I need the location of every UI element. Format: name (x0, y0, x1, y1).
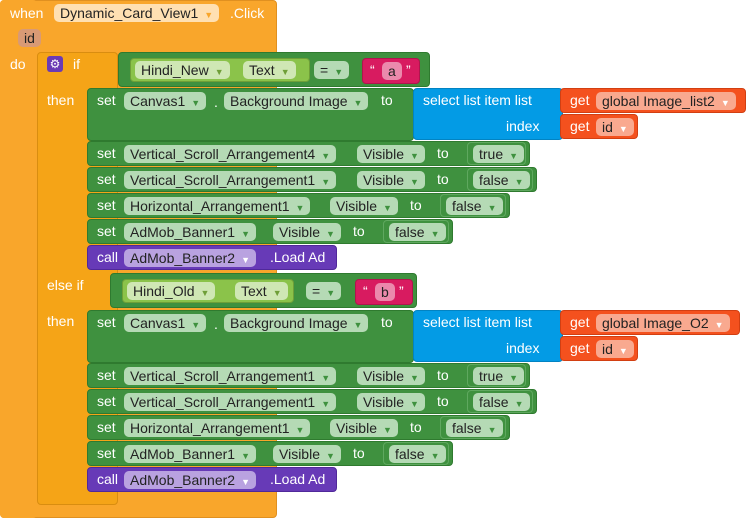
boolean-dropdown[interactable]: false▼ (389, 223, 446, 241)
to-label: to (437, 393, 449, 409)
index-var-dropdown[interactable]: id▼ (596, 118, 634, 136)
event-component-dropdown[interactable]: Dynamic_Card_View1▼ (54, 4, 220, 22)
set-component-dropdown[interactable]: Vertical_Scroll_Arrangement1▼ (124, 171, 337, 189)
compare-op-dropdown[interactable]: =▼ (306, 282, 342, 300)
call-label: call (97, 249, 119, 265)
then-label: then (47, 92, 75, 108)
call-label: call (97, 471, 119, 487)
to-label: to (410, 419, 422, 435)
set-prop-dropdown[interactable]: Visible▼ (273, 445, 341, 463)
when-label: when (10, 5, 44, 21)
to-label: to (381, 314, 393, 330)
set-prop-dropdown[interactable]: Visible▼ (330, 419, 398, 437)
set-component-dropdown[interactable]: Canvas1▼ (124, 92, 207, 110)
list-var-dropdown[interactable]: global Image_list2▼ (596, 92, 736, 110)
dot: . (214, 316, 218, 332)
set-label: set (97, 314, 116, 330)
then-label: then (47, 313, 75, 329)
boolean-dropdown[interactable]: false▼ (473, 171, 530, 189)
call-component-dropdown[interactable]: AdMob_Banner2▼ (124, 249, 256, 267)
method-name: .Load Ad (270, 249, 326, 265)
set-prop-dropdown[interactable]: Visible▼ (357, 171, 425, 189)
boolean-dropdown[interactable]: false▼ (446, 419, 503, 437)
select-list-item-label: select list item list (423, 92, 532, 108)
to-label: to (410, 197, 422, 213)
else-if-label: else if (47, 277, 84, 293)
select-list-item-block[interactable] (413, 88, 563, 140)
get-label: get (570, 92, 590, 108)
set-component-dropdown[interactable]: Horizontal_Arrangement1▼ (124, 197, 311, 215)
gear-icon[interactable]: ⚙ (47, 56, 63, 72)
set-component-dropdown[interactable]: Vertical_Scroll_Arrangement1▼ (124, 367, 337, 385)
to-label: to (353, 223, 365, 239)
set-component-dropdown[interactable]: AdMob_Banner1▼ (124, 223, 256, 241)
to-label: to (437, 145, 449, 161)
index-var-dropdown[interactable]: id▼ (596, 340, 634, 358)
set-prop-dropdown[interactable]: Background Image▼ (224, 314, 369, 332)
param-id[interactable]: id (18, 29, 41, 47)
set-label: set (97, 223, 116, 239)
set-prop-dropdown[interactable]: Visible▼ (357, 145, 425, 163)
text-value[interactable]: a (382, 62, 402, 80)
select-list-item-label: select list item list (423, 314, 532, 330)
set-prop-dropdown[interactable]: Visible▼ (357, 393, 425, 411)
set-component-dropdown[interactable]: AdMob_Banner1▼ (124, 445, 256, 463)
get-label: get (570, 340, 590, 356)
to-label: to (381, 92, 393, 108)
boolean-dropdown[interactable]: false▼ (389, 445, 446, 463)
set-prop-dropdown[interactable]: Visible▼ (330, 197, 398, 215)
if-label: if (73, 56, 80, 72)
to-label: to (437, 367, 449, 383)
set-component-dropdown[interactable]: Vertical_Scroll_Arrangement1▼ (124, 393, 337, 411)
list-var-dropdown[interactable]: global Image_O2▼ (596, 314, 730, 332)
set-prop-dropdown[interactable]: Visible▼ (357, 367, 425, 385)
set-label: set (97, 197, 116, 213)
boolean-dropdown[interactable]: true▼ (473, 367, 525, 385)
call-component-dropdown[interactable]: AdMob_Banner2▼ (124, 471, 256, 489)
quote-close: ” (406, 62, 411, 78)
cond-prop-dropdown[interactable]: Text▼ (243, 61, 296, 79)
set-label: set (97, 145, 116, 161)
dot: . (214, 94, 218, 110)
boolean-dropdown[interactable]: false▼ (446, 197, 503, 215)
set-component-dropdown[interactable]: Canvas1▼ (124, 314, 207, 332)
get-label: get (570, 314, 590, 330)
to-label: to (353, 445, 365, 461)
method-name: .Load Ad (270, 471, 326, 487)
set-label: set (97, 367, 116, 383)
set-label: set (97, 171, 116, 187)
event-name: .Click (230, 5, 265, 21)
set-component-dropdown[interactable]: Horizontal_Arrangement1▼ (124, 419, 311, 437)
set-label: set (97, 445, 116, 461)
compare-op-dropdown[interactable]: =▼ (314, 61, 350, 79)
to-label: to (437, 171, 449, 187)
cond-prop-dropdown[interactable]: Text▼ (235, 282, 288, 300)
index-label: index (506, 340, 540, 356)
set-label: set (97, 393, 116, 409)
text-value[interactable]: b (375, 283, 395, 301)
boolean-dropdown[interactable]: false▼ (473, 393, 530, 411)
quote-open: “ (363, 283, 368, 299)
set-label: set (97, 419, 116, 435)
quote-open: “ (370, 62, 375, 78)
set-component-dropdown[interactable]: Vertical_Scroll_Arrangement4▼ (124, 145, 337, 163)
set-prop-dropdown[interactable]: Visible▼ (273, 223, 341, 241)
cond-component-dropdown[interactable]: Hindi_Old▼ (127, 282, 216, 300)
cond-component-dropdown[interactable]: Hindi_New▼ (135, 61, 230, 79)
set-label: set (97, 92, 116, 108)
get-label: get (570, 118, 590, 134)
do-label: do (10, 56, 26, 72)
quote-close: ” (399, 283, 404, 299)
boolean-dropdown[interactable]: true▼ (473, 145, 525, 163)
set-prop-dropdown[interactable]: Background Image▼ (224, 92, 369, 110)
index-label: index (506, 118, 540, 134)
